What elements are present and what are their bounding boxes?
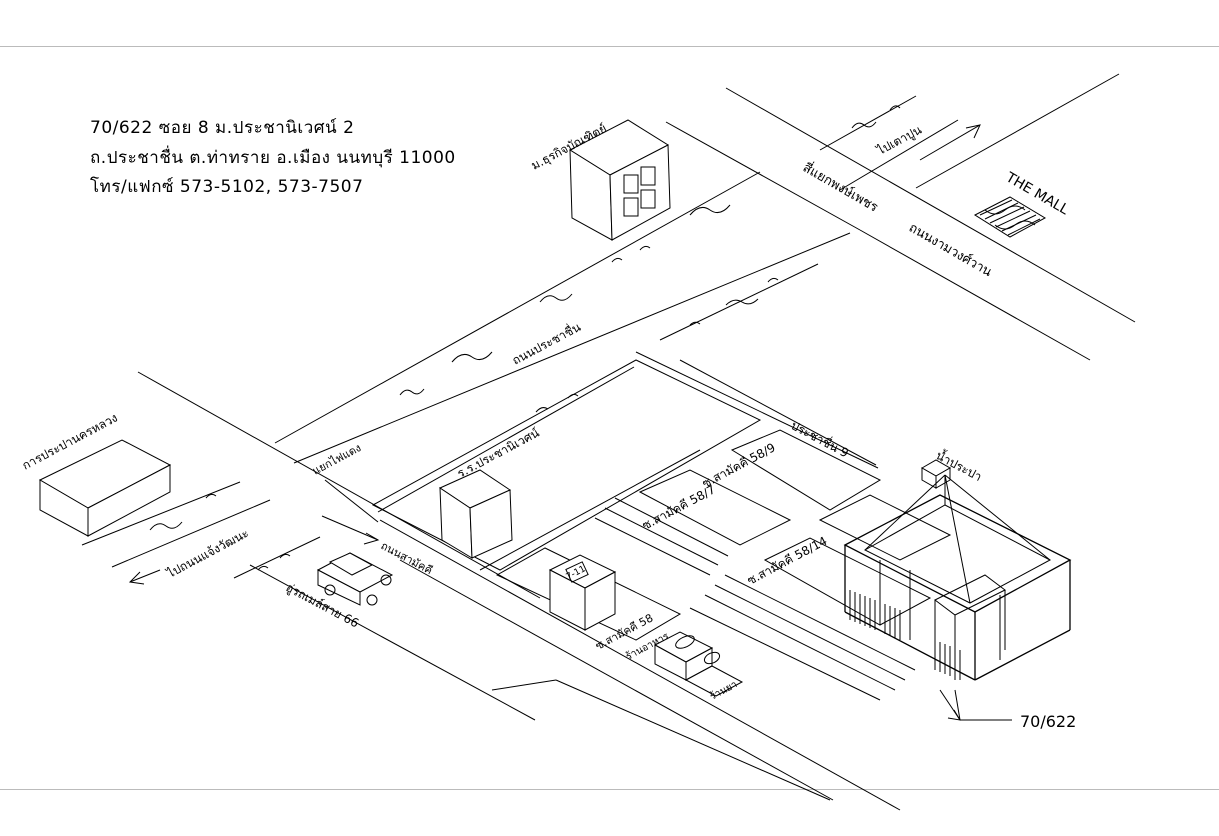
water-tower-icon — [920, 459, 952, 489]
label-samakkhi-rd: ถนนสามัคคี — [379, 539, 435, 577]
university-building — [568, 119, 671, 241]
address-line-1: 70/622 ซอย 8 ม.ประชานิเวศน์ 2 — [90, 118, 355, 138]
address-line-3: โทร/แฟกซ์ 573-5102, 573-7507 — [90, 177, 364, 197]
label-traffic-light: แยกไฟแดง — [310, 441, 363, 477]
label-prachachuen-9: ประชาชื่น 9 — [789, 417, 852, 461]
road-markings — [149, 105, 901, 571]
arrow-down-right-icon — [321, 515, 380, 545]
label-the-mall: THE MALL — [1002, 169, 1071, 218]
road-soi-prachachuen-9 — [635, 263, 879, 469]
label-kaset-intersection: สี่แยกพงษ์เพชร — [800, 159, 881, 216]
label-ngamwongwan-rd: ถนนงามวงศ์วาน — [906, 220, 995, 281]
road-samakkhi — [137, 366, 901, 811]
arrow-left-icon — [128, 569, 161, 585]
label-to-tao-poon: ไปเตาปูน — [874, 123, 924, 159]
hatched-logo-icon — [973, 196, 1047, 238]
car-icon — [316, 552, 394, 606]
house-70-622 — [843, 474, 1072, 721]
road-tao-poon — [819, 95, 959, 191]
shop-building — [548, 554, 617, 631]
label-house-number: 70/622 — [1020, 712, 1076, 731]
school-building — [438, 469, 513, 559]
address-line-2: ถ.ประชาชื่น ต.ท่าทราย อ.เมือง นนทบุรี 11… — [90, 148, 456, 168]
small-shops — [653, 631, 744, 697]
road-ngamwongwan — [665, 73, 1136, 361]
label-soi-7: ซ.สามัคคี 58/7 — [640, 482, 718, 532]
sheet-border — [0, 46, 1219, 790]
label-to-pakkret: ไปถนนแจ้งวัฒนะ — [164, 526, 251, 581]
water-authority-building — [38, 439, 172, 537]
road-to-pakkret — [81, 481, 271, 568]
label-prachachuen-rd: ถนนประชาชื่น — [509, 318, 583, 368]
arrow-up-right-icon — [919, 124, 981, 161]
label-soi-14: ซ.สามัคคี 58/14 — [745, 534, 830, 588]
road-prachachuen — [274, 171, 851, 464]
